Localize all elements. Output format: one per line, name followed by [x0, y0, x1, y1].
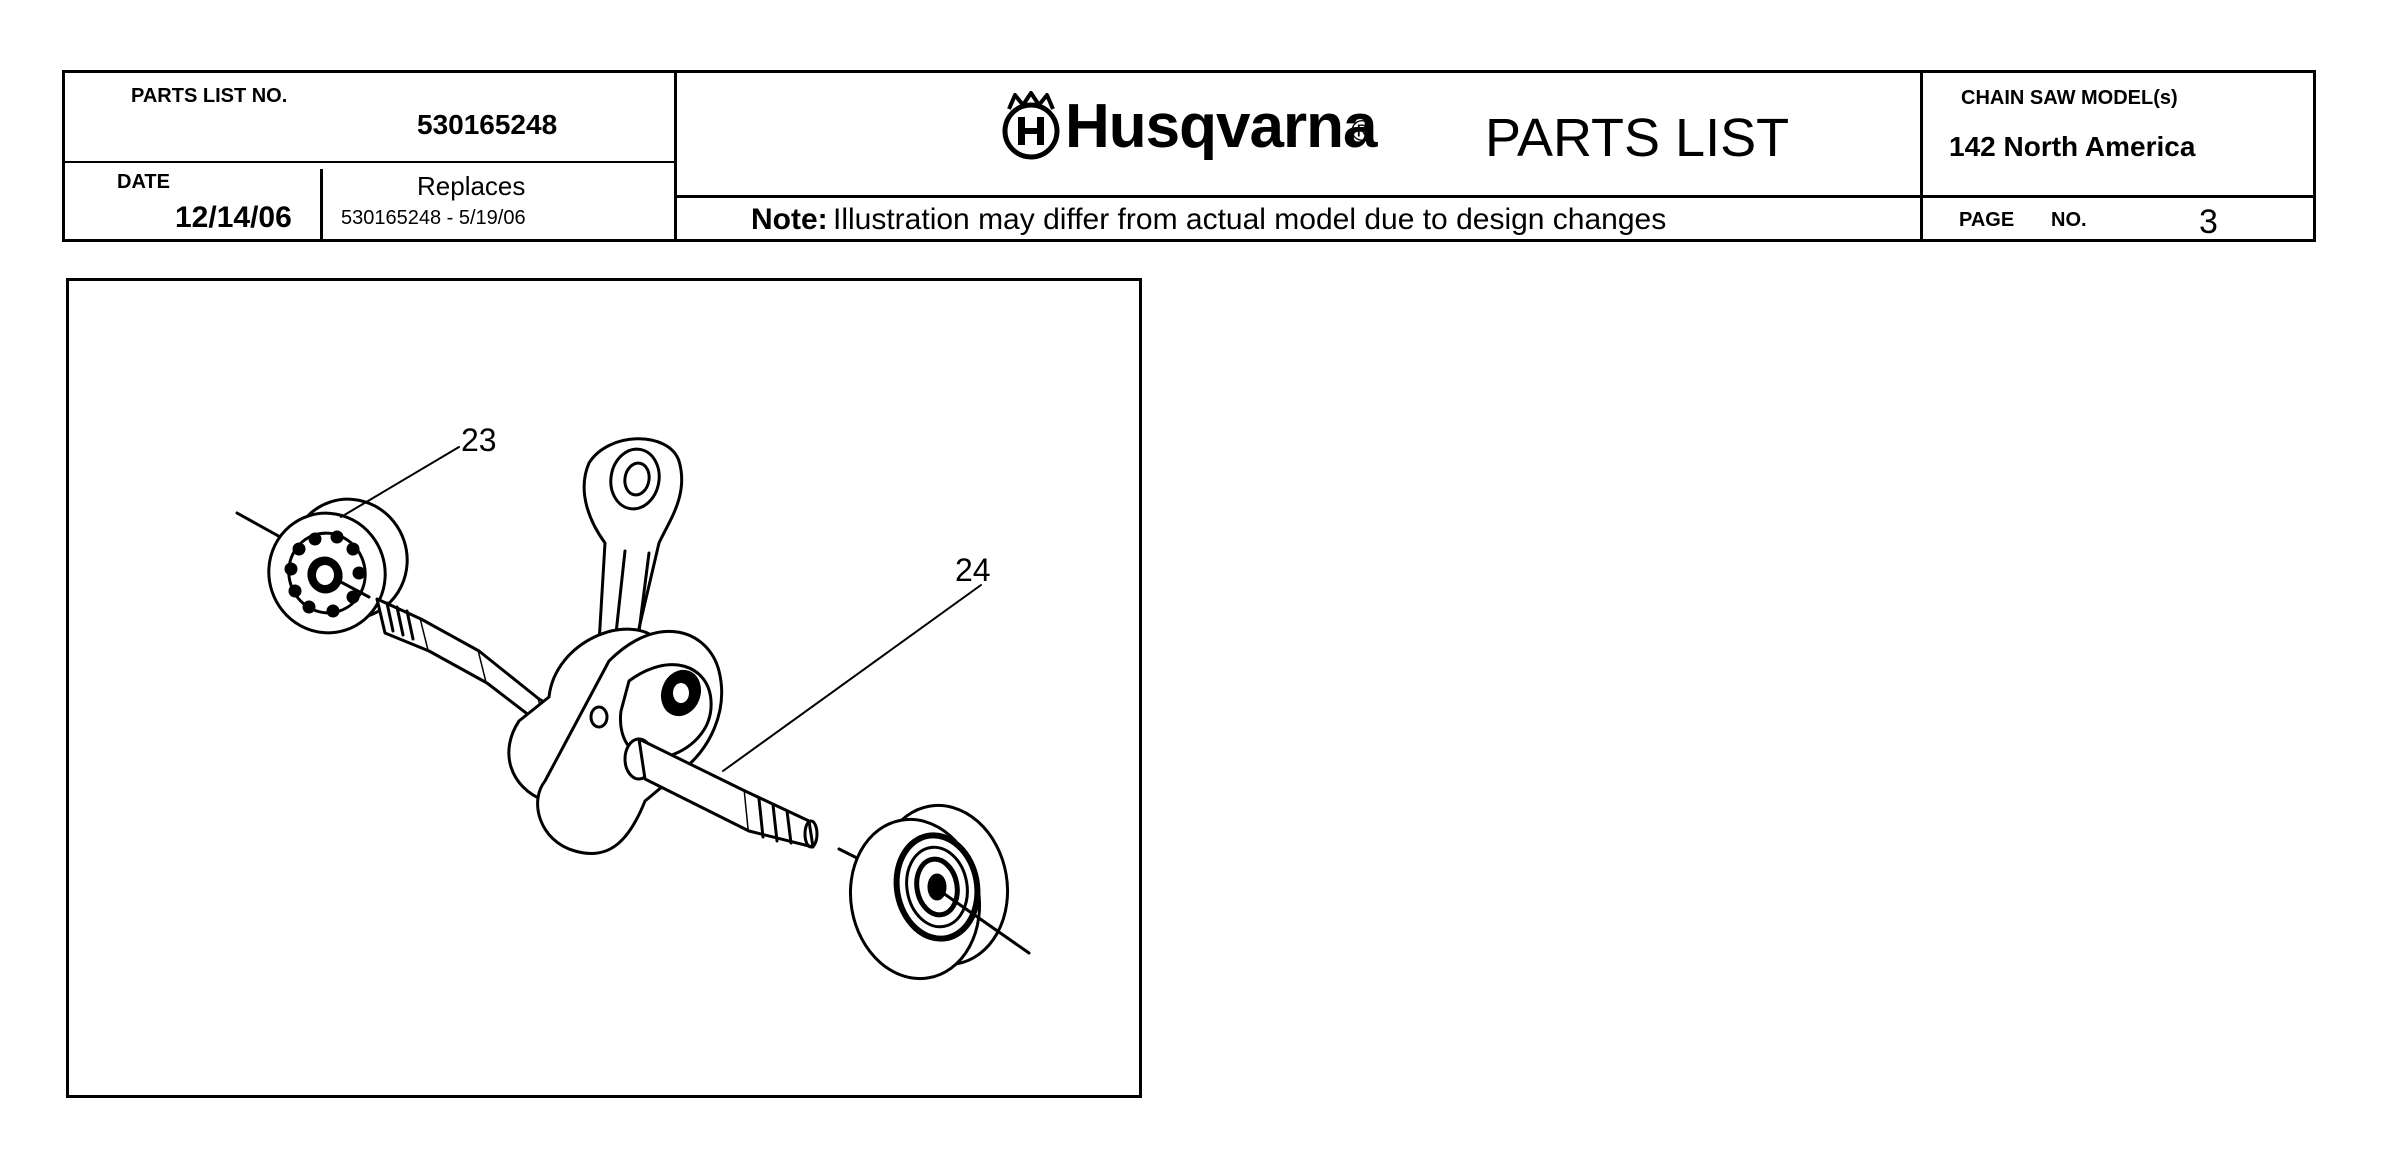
page-label: PAGE	[1959, 209, 2015, 231]
leader-line-23	[340, 446, 460, 518]
crankshaft-right-shaft	[623, 737, 865, 863]
divider-date	[320, 169, 323, 239]
divider-h-left	[65, 161, 674, 163]
brand-name: Husqvarna	[1065, 92, 1377, 161]
page-number: 3	[2199, 203, 2218, 241]
header-table: PARTS LIST NO. 530165248 DATE 12/14/06 R…	[62, 70, 2316, 242]
note-label: Note:	[751, 203, 828, 236]
parts-list-no: 530165248	[417, 109, 558, 140]
date-label: DATE	[117, 171, 170, 193]
header-title: PARTS LIST	[1485, 108, 1790, 168]
crankshaft-assembly-drawing: 23 24	[235, 422, 1031, 981]
page-no-label: NO.	[2051, 209, 2087, 231]
replaces-label: Replaces	[417, 171, 526, 201]
registered-mark: ®	[1351, 115, 1374, 148]
leader-line-24	[722, 584, 982, 772]
exploded-diagram: 23 24	[66, 278, 1142, 1098]
replaces-value: 530165248 - 5/19/06	[341, 207, 526, 229]
husqvarna-crown-h-icon	[1002, 91, 1060, 160]
connecting-rod	[582, 437, 684, 679]
model-value: 142 North America	[1949, 131, 2196, 162]
bearing-left	[235, 497, 409, 635]
divider-right	[1920, 73, 1923, 239]
callout-24: 24	[955, 552, 991, 588]
bearing-right	[848, 803, 1031, 981]
crank-web	[507, 627, 724, 856]
divider-h-center	[674, 195, 1920, 198]
note-text: Illustration may differ from actual mode…	[833, 203, 1667, 236]
model-label: CHAIN SAW MODEL(s)	[1961, 87, 2178, 109]
divider-h-right	[1920, 195, 2316, 198]
date-value: 12/14/06	[175, 201, 292, 234]
callout-23: 23	[461, 422, 497, 458]
parts-list-no-label: PARTS LIST NO.	[131, 85, 288, 107]
divider-left	[674, 73, 677, 239]
